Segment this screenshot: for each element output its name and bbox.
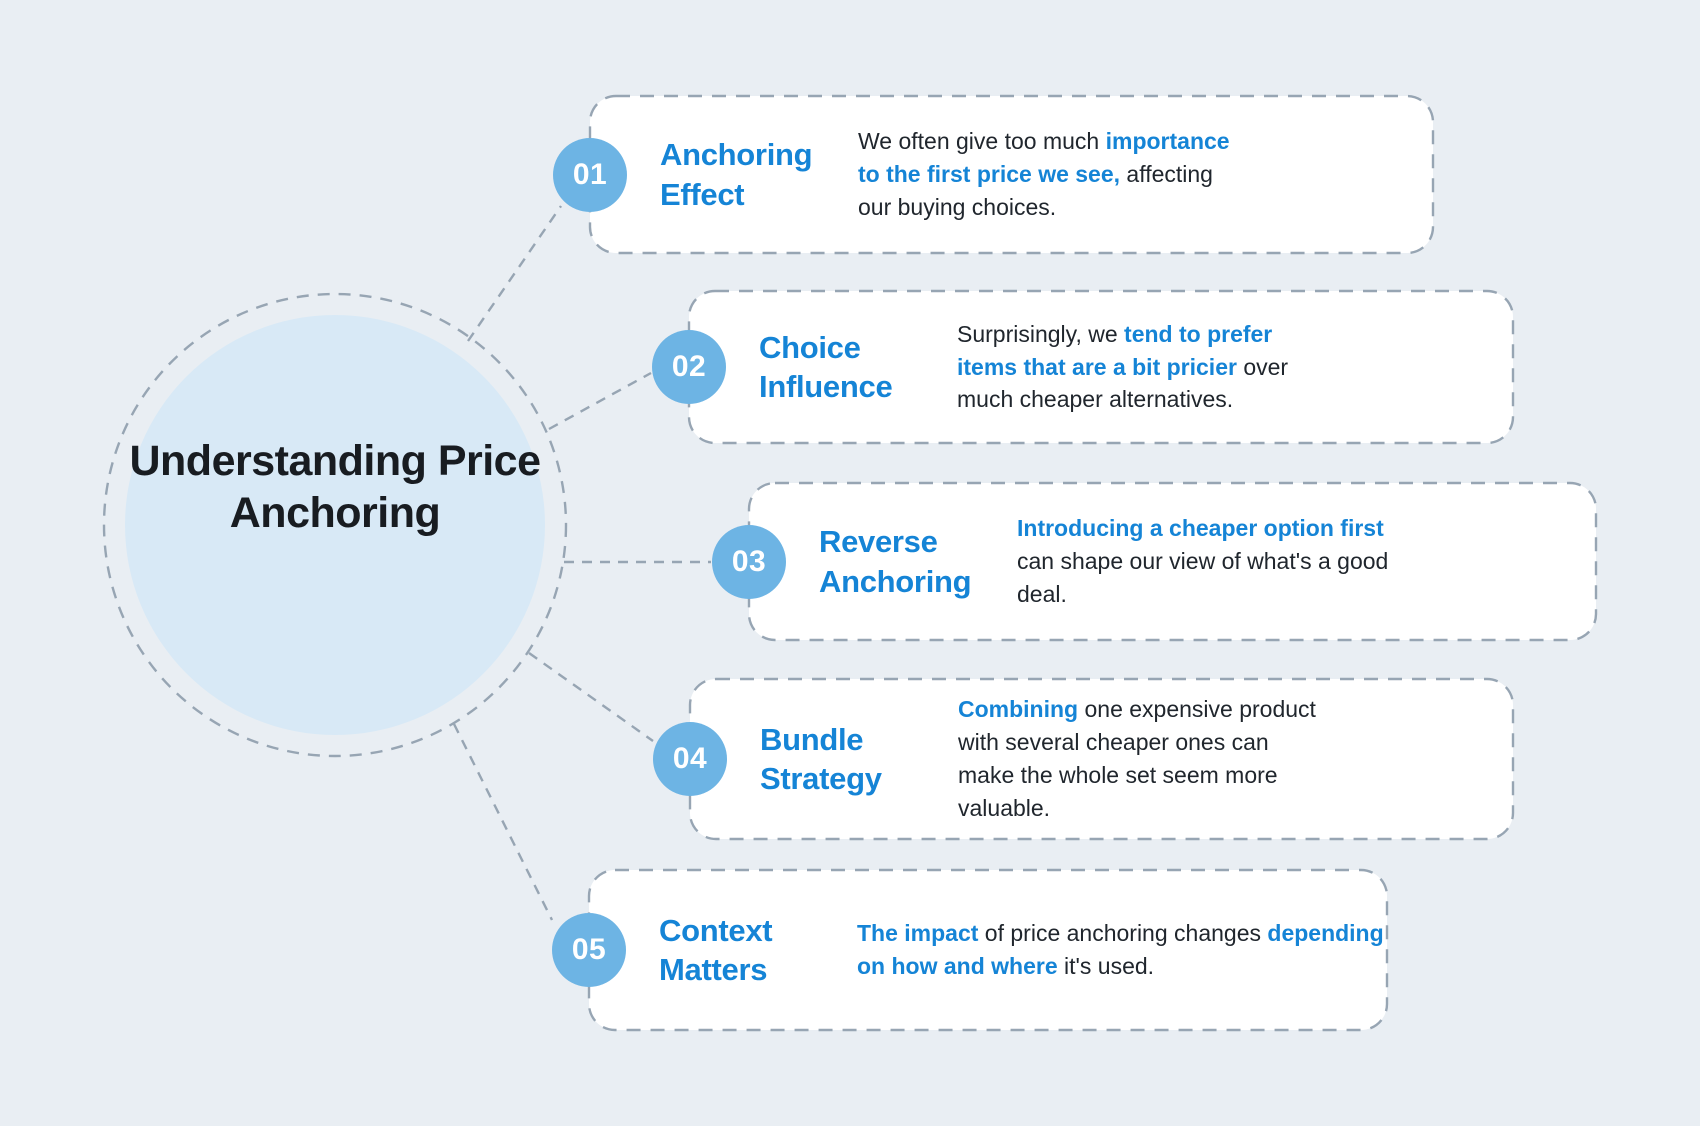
center-circle-dashed-ring xyxy=(102,292,568,758)
connector-line-4 xyxy=(528,652,654,742)
card-bundle-strategy: 04 Bundle Strategy Combining one expensi… xyxy=(653,679,1513,839)
center-circle-fill xyxy=(125,315,545,735)
card-choice-influence: 02 Choice Influence Surprisingly, we ten… xyxy=(652,291,1513,443)
card-description: Surprisingly, we tend to prefer items th… xyxy=(957,320,1289,413)
connector-line-1 xyxy=(467,205,562,342)
card-title: Anchoring Effect xyxy=(660,137,813,212)
step-number-badge: 02 xyxy=(652,330,726,404)
card-description: The impact of price anchoring changes de… xyxy=(857,920,1384,979)
card-outline-3 xyxy=(747,481,1598,642)
step-number-badge: 01 xyxy=(553,137,627,212)
center-title: Understanding Price Anchoring xyxy=(129,437,541,538)
card-title: Reverse Anchoring xyxy=(819,524,972,599)
step-number-badge: 03 xyxy=(712,524,786,599)
card-title: Context Matters xyxy=(659,912,773,987)
card-description: We often give too much importance to the… xyxy=(858,128,1230,220)
step-number-badge: 05 xyxy=(552,913,626,987)
card-outline-5 xyxy=(587,868,1389,1032)
card-context-matters: 05 Context Matters The impact of price a… xyxy=(552,870,1387,1030)
card-reverse-anchoring: 03 Reverse Anchoring Introducing a cheap… xyxy=(712,483,1596,640)
card-anchoring-effect: 01 Anchoring Effect We often give too mu… xyxy=(553,96,1433,253)
connector-line-5 xyxy=(452,723,554,921)
card-description: Introducing a cheaper option first can s… xyxy=(1017,515,1389,607)
step-number-badge: 04 xyxy=(653,722,727,796)
card-title: Bundle Strategy xyxy=(760,721,882,796)
connector-lines xyxy=(452,205,711,921)
card-title: Choice Influence xyxy=(759,329,893,404)
connector-line-2 xyxy=(548,371,652,431)
card-description: Combining one expensive product with sev… xyxy=(958,696,1316,821)
card-outlines xyxy=(587,94,1598,1032)
card-outline-2 xyxy=(687,289,1515,445)
